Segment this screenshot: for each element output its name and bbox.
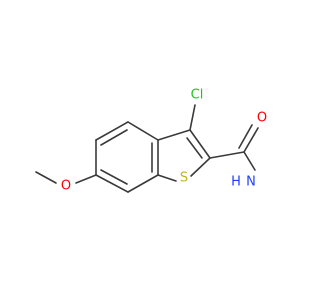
bond-ring-2: [127, 121, 159, 141]
bond-camide-n: [243, 151, 256, 171]
bond-c3a-c3: [157, 129, 191, 141]
bond-o-ch3: [35, 171, 57, 184]
bond-ring-1: [95, 121, 129, 141]
carbonyl-oxygen-label: O: [257, 111, 267, 126]
hydrogen-label: H: [231, 175, 241, 190]
bond-ring-4: [127, 174, 159, 193]
sulfur-label: S: [180, 171, 188, 186]
bond-c3-c2-inner: [186, 137, 203, 159]
bond-ring-5-inner: [100, 169, 128, 185]
bond-c2-camide: [209, 151, 245, 159]
methoxy-oxygen-label: O: [61, 179, 71, 194]
bond-c6-o: [75, 174, 97, 184]
bond-ring-1-inner: [100, 129, 128, 146]
bond-camide-o-2: [238, 124, 253, 149]
atom-labels: Cl O O S H N: [61, 88, 267, 194]
bond-lines: [35, 104, 259, 193]
bond-ring-5: [95, 174, 129, 193]
bond-c2-s: [190, 157, 211, 177]
bond-c3-c2: [189, 129, 211, 159]
nitrogen-label: N: [246, 175, 256, 190]
bond-c3-cl: [189, 104, 196, 131]
chlorine-label: Cl: [191, 88, 204, 103]
molecule-structure: Cl O O S H N: [35, 88, 267, 194]
bond-s-c7a: [157, 174, 177, 182]
bond-camide-o: [243, 127, 259, 153]
